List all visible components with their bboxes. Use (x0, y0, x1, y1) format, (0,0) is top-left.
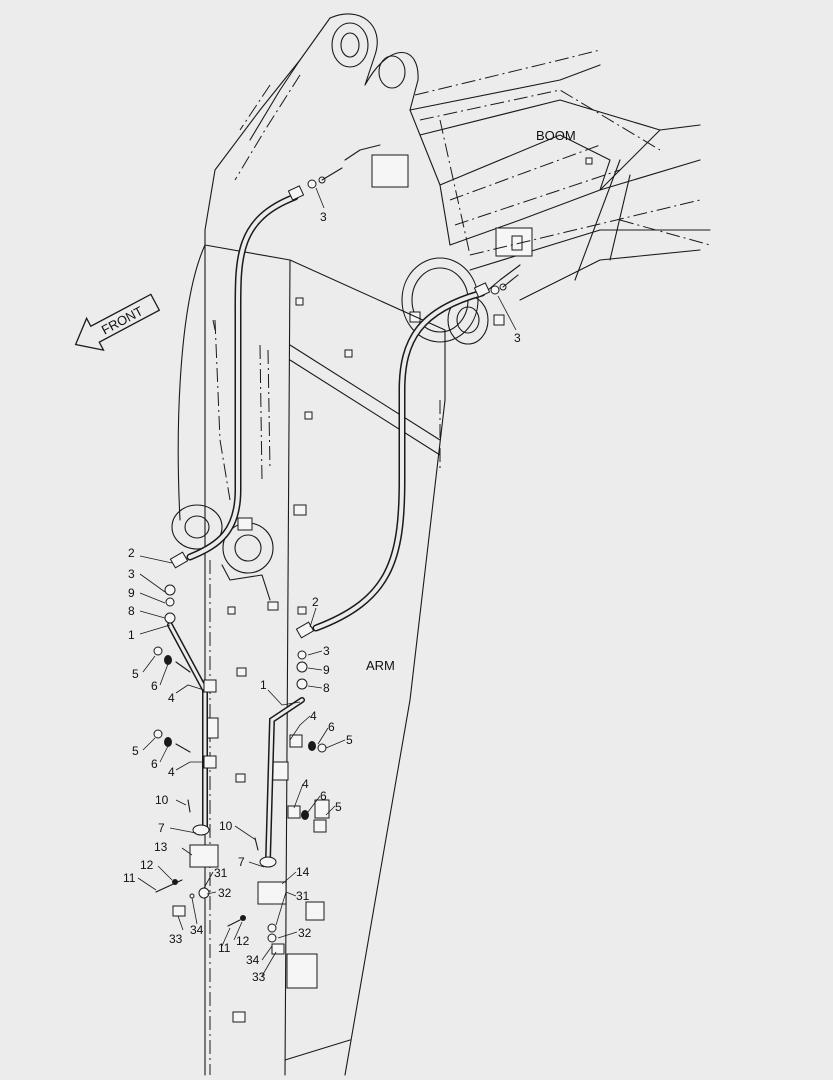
callout-4: 4 (310, 709, 317, 723)
callout-4: 4 (168, 691, 175, 705)
arm-bosses (205, 157, 593, 1023)
callout-1: 1 (128, 628, 135, 642)
callout-34: 34 (190, 923, 204, 937)
callout-5: 5 (346, 733, 353, 747)
boom-label: BOOM (536, 128, 576, 143)
callout-6: 6 (320, 789, 327, 803)
callout-3: 3 (128, 567, 135, 581)
boom-junction-block (371, 154, 409, 188)
callout-11: 11 (218, 941, 231, 955)
callout-2: 2 (312, 595, 319, 609)
callout-numbers: 3 3 2 3 9 8 1 5 6 4 5 6 4 10 7 13 12 11 … (123, 210, 521, 984)
callout-12: 12 (236, 934, 250, 948)
arm-structure (171, 244, 446, 1076)
callout-11: 11 (123, 871, 136, 885)
callout-6: 6 (151, 757, 158, 771)
callout-7: 7 (238, 855, 245, 869)
callout-9: 9 (128, 586, 135, 600)
callout-8: 8 (323, 681, 330, 695)
callout-12: 12 (140, 858, 154, 872)
leader-lines (137, 187, 517, 977)
right-block-14 (257, 881, 287, 905)
callout-9: 9 (323, 663, 330, 677)
callout-3: 3 (323, 644, 330, 658)
right-pipe-assembly (227, 650, 330, 955)
callout-10: 10 (219, 819, 233, 833)
boom-hidden-lines (234, 49, 711, 256)
callout-7: 7 (158, 821, 165, 835)
callout-32: 32 (218, 886, 232, 900)
arm-label: ARM (366, 658, 395, 673)
callout-33: 33 (252, 970, 266, 984)
callout-1: 1 (260, 678, 267, 692)
callout-5: 5 (132, 667, 139, 681)
long-hose-right (295, 282, 491, 639)
callout-33: 33 (169, 932, 183, 946)
left-pipe-assembly (153, 584, 219, 917)
long-hose-left (169, 185, 305, 569)
callout-13: 13 (154, 840, 168, 854)
boom-fittings (307, 167, 519, 295)
callout-31: 31 (214, 866, 228, 880)
callout-3: 3 (320, 210, 327, 224)
callout-34: 34 (246, 953, 260, 967)
callout-5: 5 (335, 800, 342, 814)
callout-6: 6 (328, 720, 335, 734)
callout-31: 31 (296, 889, 310, 903)
callout-5: 5 (132, 744, 139, 758)
callout-4: 4 (302, 777, 309, 791)
callout-10: 10 (155, 793, 169, 807)
callout-8: 8 (128, 604, 135, 618)
callout-32: 32 (298, 926, 312, 940)
callout-14: 14 (296, 865, 310, 879)
arm-hidden-lines (209, 319, 441, 1075)
callout-4: 4 (168, 765, 175, 779)
callout-3: 3 (514, 331, 521, 345)
left-block-13 (189, 844, 219, 868)
boom-structure (204, 13, 711, 301)
front-arrow: FRONT (74, 293, 161, 352)
callout-2: 2 (128, 546, 135, 560)
callout-6: 6 (151, 679, 158, 693)
